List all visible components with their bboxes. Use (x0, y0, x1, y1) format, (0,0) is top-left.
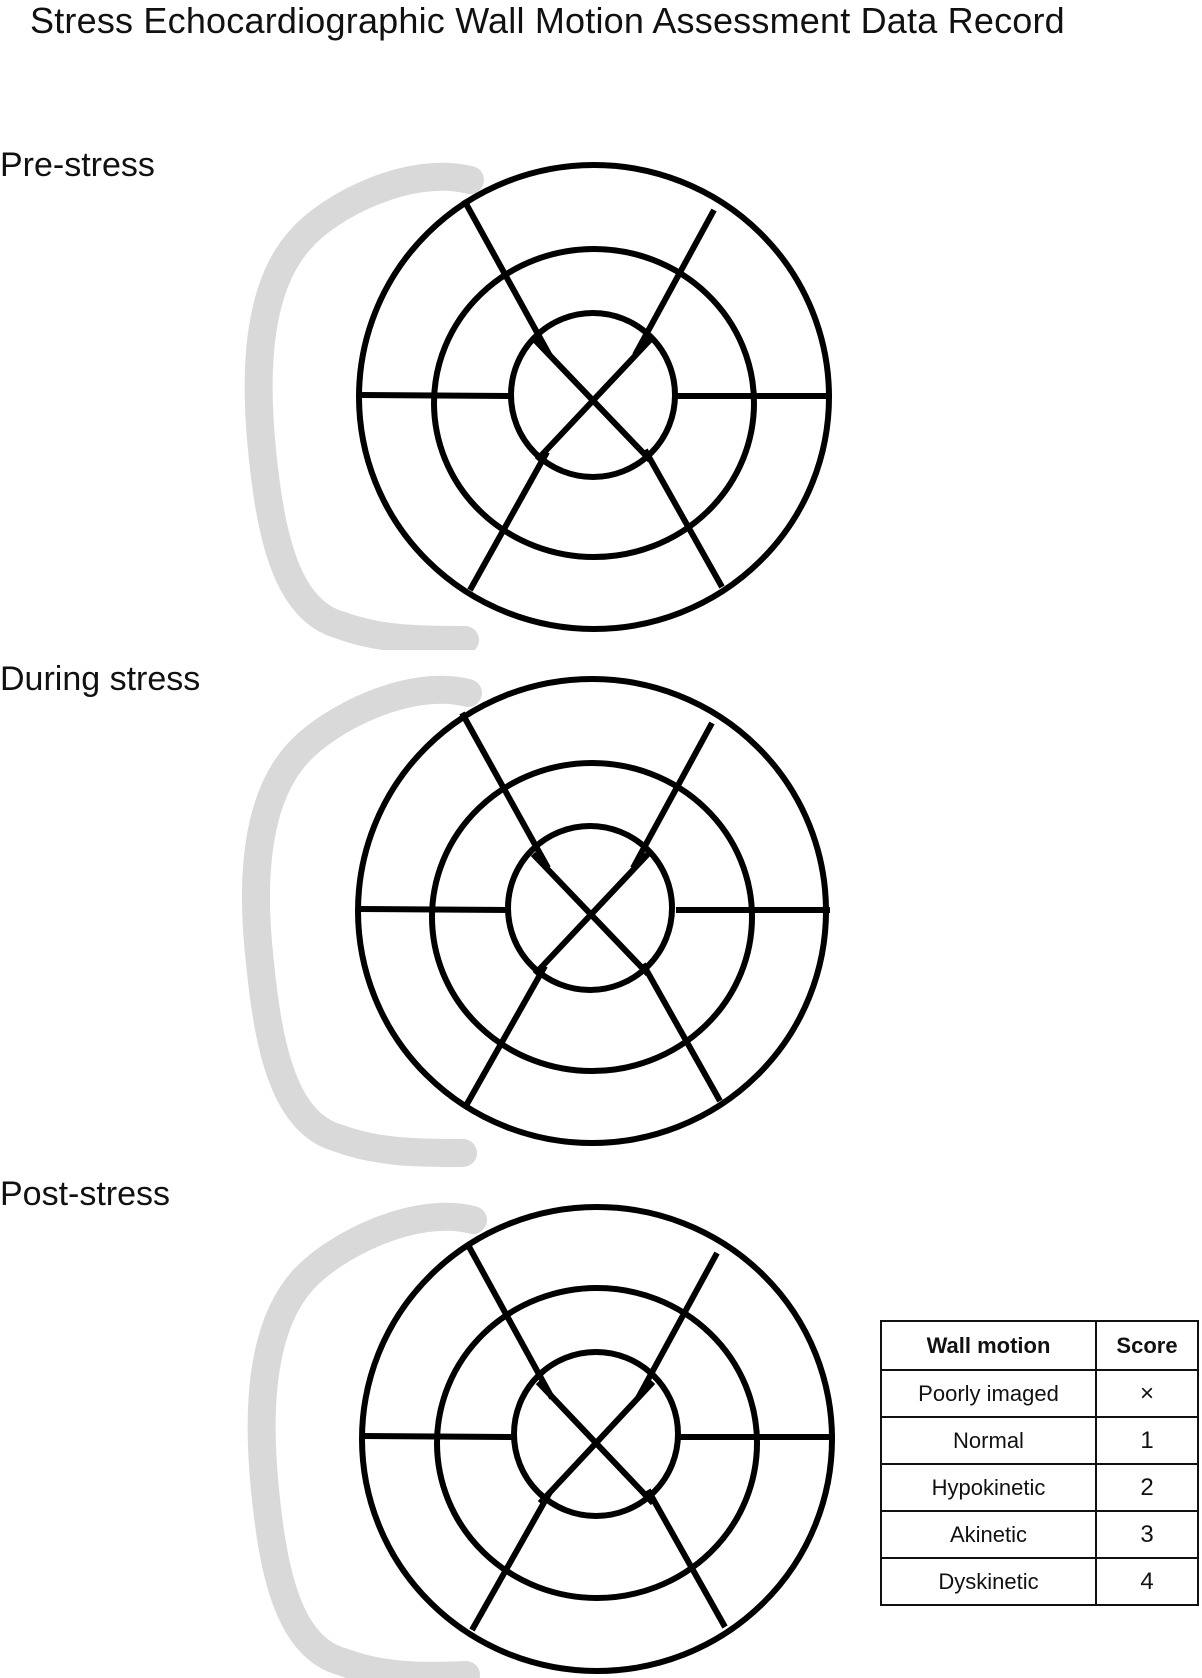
legend-wall-motion: Hypokinetic (880, 1463, 1097, 1512)
stage-label-pre-stress: Pre-stress (0, 146, 155, 184)
legend-row: Hypokinetic 2 (880, 1463, 1199, 1512)
basal-divider (469, 1490, 553, 1632)
basal-divider (464, 964, 548, 1106)
apical-divider (532, 851, 651, 977)
apical-divider (537, 1379, 656, 1506)
bullseye-diagram-pre-stress[interactable] (0, 150, 880, 650)
legend-wall-motion: Poorly imaged (880, 1369, 1097, 1418)
stage-label-during-stress: During stress (0, 660, 201, 698)
wall-motion-score-legend: Wall motion Score Poorly imaged × Normal… (880, 1320, 1199, 1606)
apical-divider (534, 337, 653, 463)
right-ventricle-outline (244, 162, 484, 650)
mid-ring[interactable] (431, 246, 757, 560)
mid-ring[interactable] (434, 1285, 760, 1601)
legend-score: 3 (1095, 1510, 1199, 1559)
basal-divider (461, 198, 553, 358)
legend-header-wall-motion: Wall motion (880, 1320, 1097, 1371)
legend-header-score: Score (1095, 1320, 1199, 1371)
page-title: Stress Echocardiographic Wall Motion Ass… (30, 0, 1065, 41)
basal-divider (635, 1251, 720, 1400)
basal-divider (464, 1241, 555, 1400)
legend-score: 4 (1095, 1557, 1199, 1606)
legend-row: Dyskinetic 4 (880, 1557, 1199, 1606)
basal-divider (356, 906, 510, 913)
basal-divider (632, 208, 717, 357)
legend-score: 1 (1095, 1416, 1199, 1465)
legend-score: × (1095, 1369, 1199, 1418)
basal-divider (645, 1488, 728, 1629)
basal-divider (361, 1433, 515, 1440)
basal-divider (467, 450, 550, 592)
legend-wall-motion: Dyskinetic (880, 1557, 1097, 1606)
legend-score: 2 (1095, 1463, 1199, 1512)
right-ventricle-outline (247, 1202, 487, 1678)
bullseye-diagram-during-stress[interactable] (0, 668, 880, 1168)
stage-label-post-stress: Post-stress (0, 1175, 171, 1213)
legend-row: Poorly imaged × (880, 1369, 1199, 1418)
basal-divider (642, 448, 725, 589)
legend-wall-motion: Normal (880, 1416, 1097, 1465)
legend-row: Akinetic 3 (880, 1510, 1199, 1559)
right-ventricle-outline (242, 675, 482, 1167)
legend-row: Normal 1 (880, 1416, 1199, 1465)
basal-divider (630, 721, 715, 870)
bullseye-diagram-post-stress[interactable] (0, 1190, 880, 1678)
mid-ring[interactable] (429, 760, 755, 1074)
basal-divider (459, 711, 551, 870)
basal-divider (358, 392, 512, 399)
basal-divider (640, 962, 723, 1103)
legend-wall-motion: Akinetic (880, 1510, 1097, 1559)
